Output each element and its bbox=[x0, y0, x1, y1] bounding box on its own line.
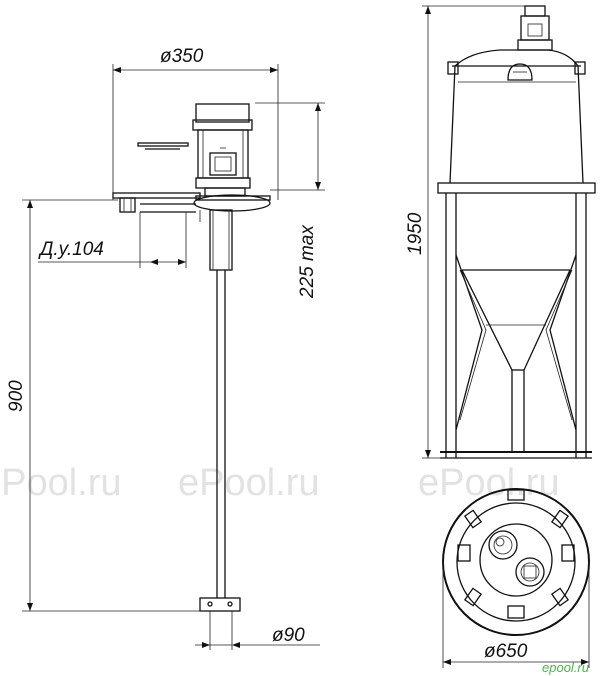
dim-tank-diameter: ø650 bbox=[484, 641, 528, 662]
tank-top-view: ø650 bbox=[442, 488, 590, 668]
dim-stroke: 225 max bbox=[297, 224, 318, 299]
watermark-1: ePool.ru bbox=[0, 462, 122, 504]
dim-nozzle: Д.у.104 bbox=[38, 239, 104, 260]
tank-side-view: 1950 bbox=[405, 5, 596, 459]
watermark-3: ePool.ru bbox=[418, 462, 560, 504]
dim-flange-diameter: ø350 bbox=[160, 46, 204, 67]
watermark-2: ePool.ru bbox=[178, 462, 320, 504]
dim-shaft-length: 900 bbox=[6, 380, 27, 412]
mixer-drawing: ø350 Д.у.104 225 max 900 ø90 bbox=[6, 46, 325, 650]
watermark-group: ePool.ru ePool.ru ePool.ru bbox=[0, 462, 560, 504]
dim-tank-height: 1950 bbox=[405, 212, 426, 255]
site-logo: epool.ru bbox=[542, 660, 589, 675]
dim-impeller-diameter: ø90 bbox=[272, 625, 305, 646]
